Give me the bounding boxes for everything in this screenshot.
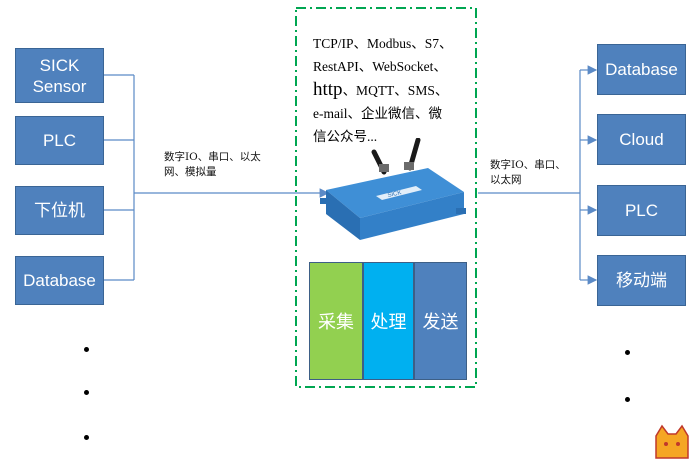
target-cloud: Cloud bbox=[597, 114, 686, 165]
target-mobile: 移动端 bbox=[597, 255, 686, 306]
target-plc: PLC bbox=[597, 185, 686, 236]
left-connection-label: 数字IO、串口、以太 网、模拟量 bbox=[164, 151, 261, 178]
source-sick-sensor: SICK Sensor bbox=[15, 48, 104, 103]
corner-logo-icon bbox=[655, 424, 689, 459]
source-lower-computer: 下位机 bbox=[15, 186, 104, 235]
stage-process: 处理 bbox=[363, 262, 414, 380]
right-connection-label: 数字IO、串口、 以太网 bbox=[490, 159, 566, 186]
ellipsis-dot bbox=[625, 397, 630, 402]
ellipsis-dot bbox=[625, 350, 630, 355]
stage-send: 发送 bbox=[414, 262, 467, 380]
source-database: Database bbox=[15, 256, 104, 305]
sick-gateway-device: SICK bbox=[320, 138, 466, 240]
stage-collect: 采集 bbox=[309, 262, 363, 380]
protocol-list: TCP/IP、Modbus、S7、 RestAPI、WebSocket、 htt… bbox=[313, 36, 453, 144]
source-plc: PLC bbox=[15, 116, 104, 165]
ellipsis-dot bbox=[84, 390, 89, 395]
device-brand: SICK bbox=[387, 190, 402, 199]
ellipsis-dot bbox=[84, 347, 89, 352]
ellipsis-dot bbox=[84, 435, 89, 440]
gateway-frame bbox=[295, 7, 477, 388]
target-database: Database bbox=[597, 44, 686, 95]
